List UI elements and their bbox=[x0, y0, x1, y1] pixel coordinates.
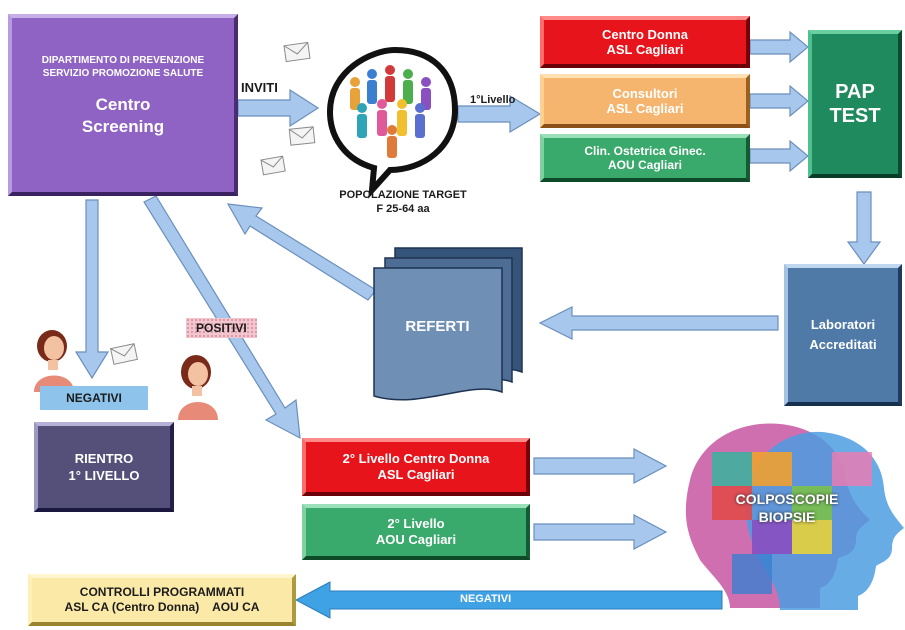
negativi-label: NEGATIVI bbox=[40, 386, 148, 410]
arrow-inviti bbox=[237, 88, 320, 128]
centro-donna-line-2: ASL Cagliari bbox=[606, 42, 684, 57]
controlli-line-2: ASL CA (Centro Donna) AOU CA bbox=[64, 600, 260, 614]
clin-ostetrica-box: Clin. Ostetrica Ginec. AOU Cagliari bbox=[540, 134, 750, 182]
pap-test-line-1: PAP bbox=[835, 81, 875, 103]
consultori-line-2: ASL Cagliari bbox=[606, 101, 684, 116]
referti-documents-icon bbox=[373, 247, 523, 401]
laboratori-line-2: Accreditati bbox=[809, 337, 877, 352]
centro-screening-box: DIPARTIMENTO DI PREVENZIONE SERVIZIO PRO… bbox=[8, 14, 238, 196]
envelope-icon-1 bbox=[283, 41, 311, 63]
consultori-box: Consultori ASL Cagliari bbox=[540, 74, 750, 128]
dept-line-2: SERVIZIO PROMOZIONE SALUTE bbox=[42, 68, 204, 79]
arrow-primo-livello bbox=[457, 94, 542, 134]
centro-donna-box: Centro Donna ASL Cagliari bbox=[540, 16, 750, 68]
envelope-icon-4 bbox=[110, 343, 138, 365]
pap-test-box: PAP TEST bbox=[808, 30, 902, 178]
arrow-secondo-centro-colpo bbox=[533, 448, 668, 484]
arrow-clin-pap bbox=[749, 139, 809, 173]
secondo-aou-line-2: AOU Cagliari bbox=[375, 532, 457, 547]
secondo-centro-donna-line-2: ASL Cagliari bbox=[377, 467, 455, 482]
colposcopie-label: COLPOSCOPIE BIOPSIE bbox=[712, 490, 862, 526]
clin-ostetrica-line-2: AOU Cagliari bbox=[607, 158, 682, 172]
controlli-programmati-box: CONTROLLI PROGRAMMATI ASL CA (Centro Don… bbox=[28, 574, 296, 626]
arrow-centro-donna-pap bbox=[749, 30, 809, 64]
secondo-centro-donna-line-1: 2° Livello Centro Donna bbox=[342, 451, 490, 466]
popolazione-line-2: F 25-64 aa bbox=[376, 203, 430, 215]
popolazione-target-label: POPOLAZIONE TARGET F 25-64 aa bbox=[318, 188, 488, 216]
envelope-icon-2 bbox=[288, 126, 316, 146]
popolazione-line-1: POPOLAZIONE TARGET bbox=[339, 189, 467, 201]
secondo-livello-aou-box: 2° Livello AOU Cagliari bbox=[302, 504, 530, 560]
laboratori-box: Laboratori Accreditati bbox=[784, 264, 902, 406]
laboratori-line-1: Laboratori bbox=[810, 317, 876, 332]
rientro-line-2: 1° LIVELLO bbox=[68, 468, 140, 483]
arrow-negativi-bottom bbox=[294, 581, 723, 619]
arrow-consultori-pap bbox=[749, 84, 809, 118]
clin-ostetrica-line-1: Clin. Ostetrica Ginec. bbox=[584, 144, 706, 158]
arrow-referti-centro bbox=[226, 203, 377, 301]
centro-donna-line-1: Centro Donna bbox=[602, 27, 688, 42]
dept-line-1: DIPARTIMENTO DI PREVENZIONE bbox=[41, 55, 205, 66]
woman-negativi-icon bbox=[34, 330, 74, 392]
inviti-label: INVITI bbox=[241, 80, 278, 95]
colposcopie-line-2: BIOPSIE bbox=[758, 509, 816, 525]
arrow-positivi-diagonal bbox=[143, 195, 301, 440]
rientro-line-1: RIENTRO bbox=[74, 451, 134, 466]
secondo-livello-centro-donna-box: 2° Livello Centro Donna ASL Cagliari bbox=[302, 438, 530, 496]
centro-screening-title-2: Screening bbox=[81, 117, 165, 136]
positivi-label: POSITIVI bbox=[186, 318, 257, 338]
envelope-icon-3 bbox=[260, 155, 286, 176]
controlli-line-1: CONTROLLI PROGRAMMATI bbox=[79, 585, 245, 599]
arrow-pap-laboratori bbox=[846, 191, 882, 266]
pap-test-line-2: TEST bbox=[829, 105, 881, 127]
negativi-bottom-label: NEGATIVI bbox=[460, 593, 512, 605]
arrow-laboratori-referti bbox=[538, 306, 779, 340]
arrow-secondo-aou-colpo bbox=[533, 514, 668, 550]
primo-livello-label: 1°Livello bbox=[470, 94, 516, 106]
referti-label: REFERTI bbox=[405, 318, 470, 335]
centro-screening-title-1: Centro bbox=[95, 95, 151, 114]
secondo-aou-line-1: 2° Livello bbox=[387, 516, 445, 531]
colposcopie-line-1: COLPOSCOPIE bbox=[735, 491, 839, 507]
population-crowd-icon bbox=[326, 46, 459, 199]
woman-positivi-icon bbox=[178, 355, 218, 420]
puzzle-heads-icon bbox=[685, 423, 904, 610]
arrow-negativi-down bbox=[74, 199, 110, 380]
rientro-box: RIENTRO 1° LIVELLO bbox=[34, 422, 174, 512]
consultori-line-1: Consultori bbox=[612, 86, 678, 101]
